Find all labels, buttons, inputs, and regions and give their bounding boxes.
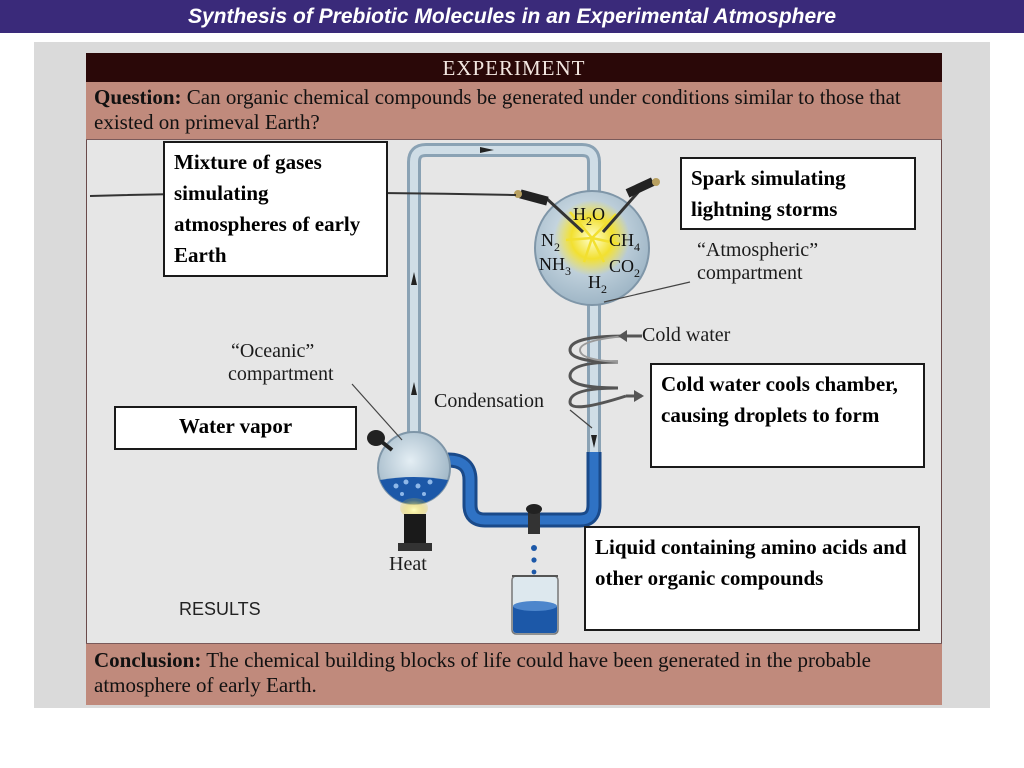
question-text: Can organic chemical compounds be genera… [94, 85, 901, 134]
label-atmospheric: “Atmospheric” [697, 239, 819, 261]
label-oceanic-compartment: compartment [228, 363, 334, 385]
conclusion-label: Conclusion: [94, 648, 202, 672]
label-cold-water: Cold water [642, 324, 731, 346]
label-condensation: Condensation [434, 390, 544, 412]
experiment-header: EXPERIMENT [86, 53, 942, 82]
question-label: Question: [94, 85, 182, 109]
callout-spark: Spark simulating lightning storms [680, 157, 916, 230]
burner [398, 514, 432, 551]
svg-text:CH4: CH4 [609, 230, 640, 254]
svg-text:CO2: CO2 [609, 256, 640, 280]
leader-lines [351, 281, 691, 441]
svg-text:N2: N2 [541, 230, 560, 254]
callout-liquid: Liquid containing amino acids and other … [584, 526, 920, 631]
gas-formulas: H2O N2 CH4 NH3 CO2 H2 [539, 204, 640, 296]
conclusion-text: The chemical building blocks of life cou… [94, 648, 871, 697]
beaker [511, 575, 559, 635]
label-atmospheric-compartment: compartment [697, 262, 803, 284]
slide-title: Synthesis of Prebiotic Molecules in an E… [0, 0, 1024, 33]
label-oceanic: “Oceanic” [231, 340, 315, 362]
question-box: Question: Can organic chemical compounds… [86, 82, 942, 140]
label-heat: Heat [389, 553, 427, 575]
condenser-coil [568, 334, 642, 409]
atmospheric-globe [514, 177, 660, 306]
label-results: RESULTS [179, 599, 261, 619]
callout-gas-mixture: Mixture of gases simulating atmospheres … [163, 141, 388, 277]
glass-tubing [407, 143, 601, 455]
svg-text:H2O: H2O [573, 204, 605, 228]
svg-text:H2: H2 [588, 272, 607, 296]
water-tube [447, 452, 602, 528]
flow-arrows [411, 147, 597, 448]
callout-water-vapor: Water vapor [114, 406, 357, 450]
oceanic-flask [367, 430, 451, 518]
callout-cold-water: Cold water cools chamber, causing drople… [650, 363, 925, 468]
conclusion-box: Conclusion: The chemical building blocks… [86, 643, 942, 705]
svg-text:NH3: NH3 [539, 254, 571, 278]
coil-arrows [618, 330, 644, 402]
